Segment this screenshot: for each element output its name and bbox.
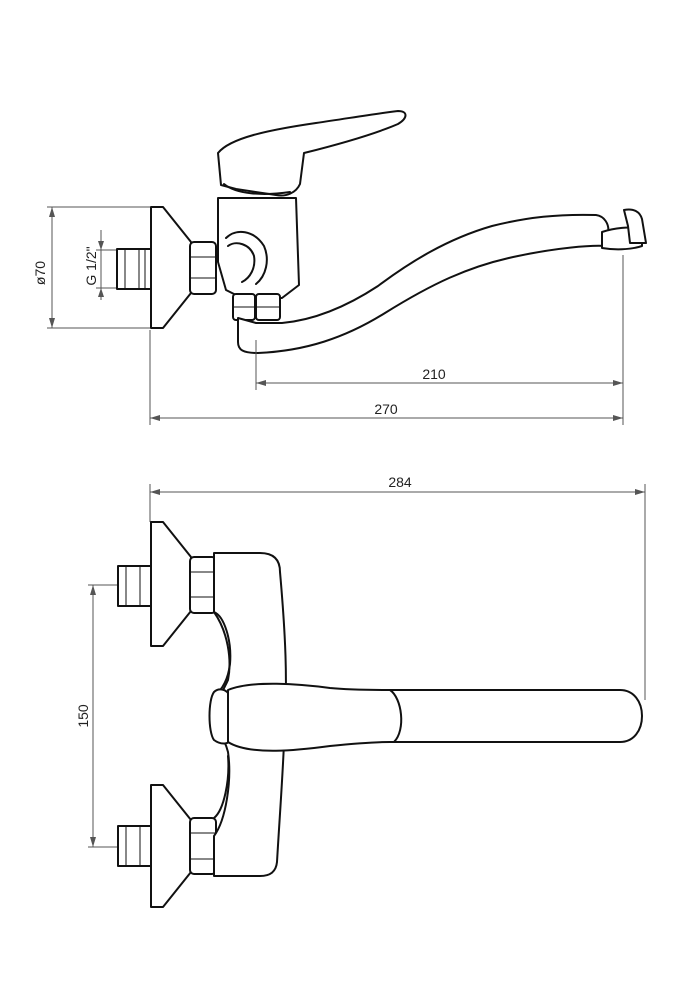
side-view: ø70 G 1/2"	[32, 110, 647, 425]
top-view: 284 150	[75, 474, 646, 908]
dimension-width: 284	[149, 474, 646, 700]
lower-connection	[117, 784, 217, 908]
dimension-thread-label: G 1/2"	[83, 246, 99, 285]
mixer-body	[217, 197, 300, 321]
spout	[237, 208, 647, 354]
dimension-width-label: 284	[388, 474, 412, 490]
wall-rosette	[150, 206, 192, 329]
dimension-reach-label: 210	[422, 366, 446, 382]
upper-connection	[117, 521, 217, 647]
dimension-spacing-label: 150	[75, 704, 91, 728]
dimension-reach: 210	[255, 255, 624, 425]
dimension-diameter: ø70	[32, 206, 150, 329]
lever-handle-top	[208, 682, 643, 752]
dimension-spacing: 150	[75, 584, 118, 848]
dimension-diameter-label: ø70	[32, 261, 48, 285]
hex-nut	[189, 241, 217, 295]
dimension-total-length-label: 270	[374, 401, 398, 417]
lever-handle	[217, 110, 407, 197]
inlet-connector	[116, 248, 152, 290]
dimension-total-length: 270	[149, 330, 623, 425]
